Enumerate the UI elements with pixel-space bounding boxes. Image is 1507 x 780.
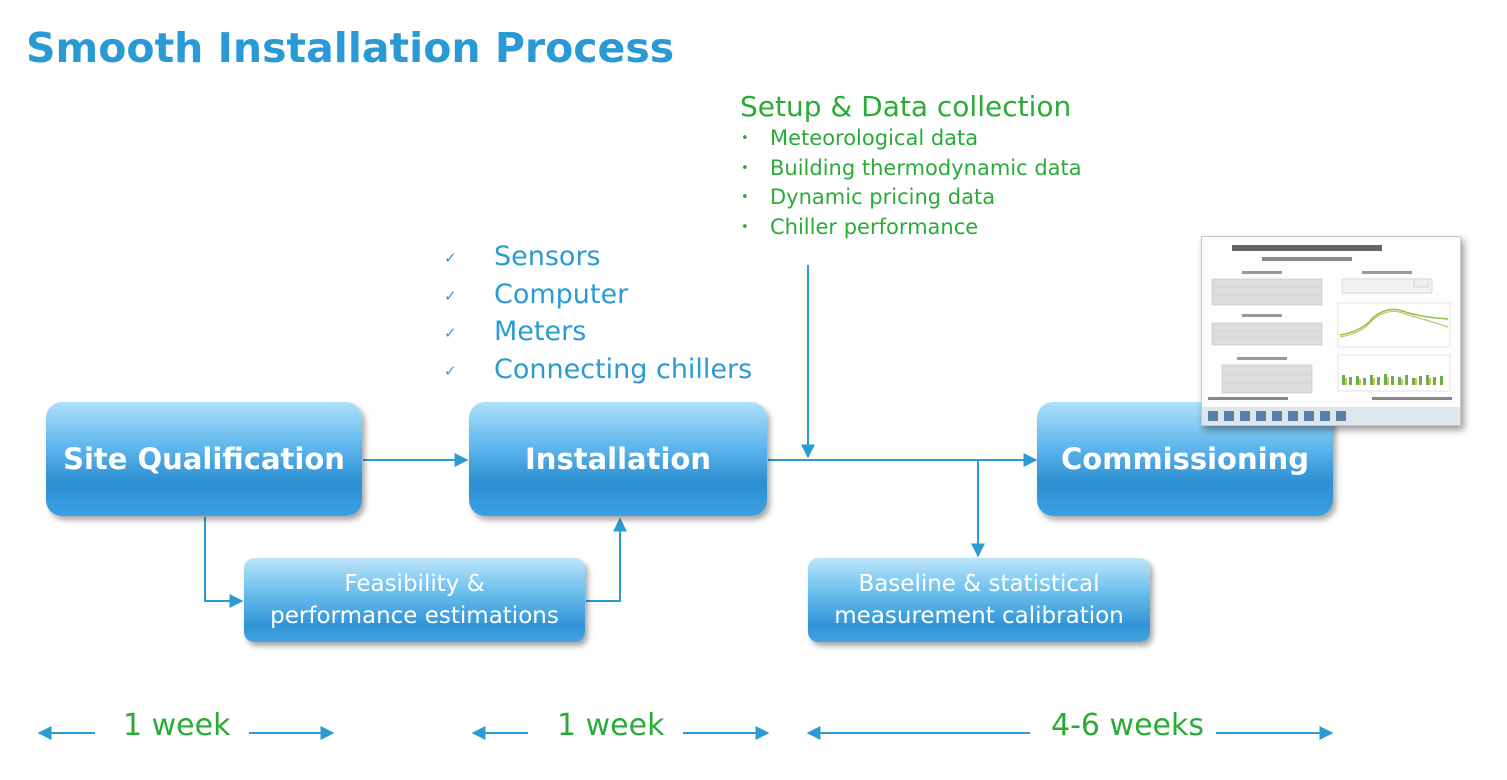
check-icon: ✓ <box>444 324 457 342</box>
substep-feasibility: Feasibility &performance estimations <box>244 558 585 642</box>
duration-label: 1 week <box>557 708 665 743</box>
duration-label: 1 week <box>123 708 231 743</box>
arrow-feasibility-to-installation <box>586 517 627 602</box>
dashboard-thumbnail <box>1202 237 1460 425</box>
arrow-site-to-feasibility <box>204 517 244 608</box>
check-icon: ✓ <box>444 361 457 380</box>
list-item: •Dynamic pricing data <box>740 183 1082 213</box>
stage-site-qualification: Site Qualification <box>46 402 362 516</box>
list-item: •Building thermodynamic data <box>740 154 1082 184</box>
list-item: •Chiller performance <box>740 213 1082 243</box>
setup-data-collection: Setup & Data collection •Meteorological … <box>740 90 1082 242</box>
page-title: Smooth Installation Process <box>26 24 675 72</box>
stage-installation: Installation <box>469 402 767 516</box>
bullet-icon: • <box>741 190 749 205</box>
bullet-icon: • <box>741 160 749 176</box>
check-icon: ✓ <box>444 286 457 305</box>
list-item: ✓Meters <box>444 313 752 351</box>
list-item: ✓Connecting chillers <box>444 351 752 389</box>
list-item: ✓Sensors <box>444 238 752 276</box>
bullet-icon: • <box>741 131 749 146</box>
installation-checklist: ✓Sensors ✓Computer ✓Meters ✓Connecting c… <box>444 238 752 388</box>
bullet-icon: • <box>741 219 749 235</box>
duration-label: 4-6 weeks <box>1051 708 1204 743</box>
list-item: •Meteorological data <box>740 124 1082 154</box>
setup-title: Setup & Data collection <box>740 90 1072 123</box>
setup-list: •Meteorological data •Building thermodyn… <box>740 124 1082 242</box>
dashboard-screenshot <box>1201 236 1461 426</box>
check-icon: ✓ <box>444 249 457 267</box>
list-item: ✓Computer <box>444 276 752 314</box>
